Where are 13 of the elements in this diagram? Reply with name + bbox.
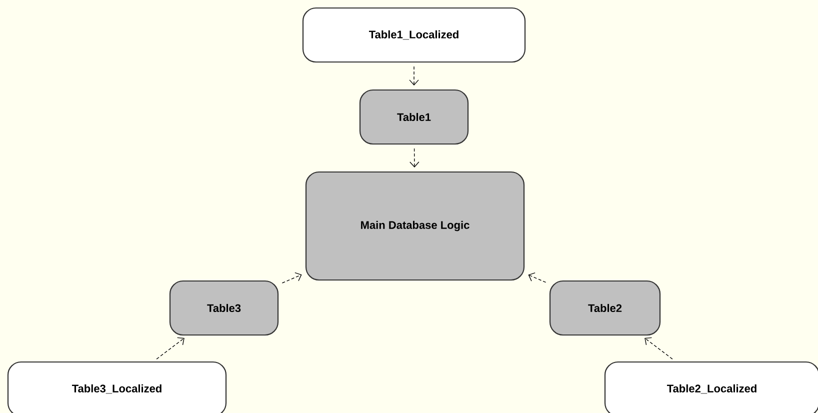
table-box: Table3 <box>169 280 279 336</box>
table-box: Table1 <box>359 89 469 145</box>
arrow <box>410 148 420 168</box>
table-box: Table2_Localized <box>604 361 818 413</box>
table-box: Main Database Logic <box>305 171 525 281</box>
arrow <box>282 272 302 284</box>
arrow <box>156 337 184 360</box>
table-box: Table3_Localized <box>7 361 227 413</box>
table-box: Table2 <box>549 280 661 336</box>
arrow <box>528 272 546 283</box>
arrow <box>409 66 419 86</box>
arrow <box>644 337 673 360</box>
table-box: Table1_Localized <box>302 7 526 63</box>
